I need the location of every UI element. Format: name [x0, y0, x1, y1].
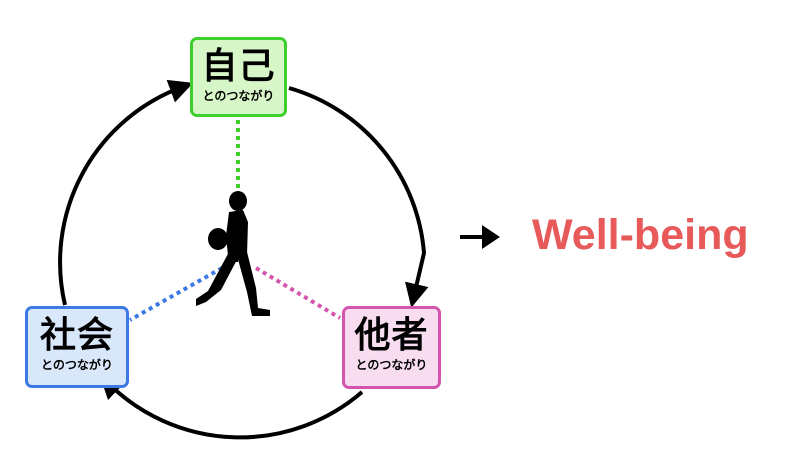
node-others-subtitle: とのつながり: [355, 358, 428, 372]
node-society-title: 社会: [39, 315, 114, 356]
node-society-connection: 社会 とのつながり: [25, 306, 129, 388]
dotted-line-to-society: [129, 266, 223, 322]
walking-person-silhouette-icon: [196, 191, 270, 316]
node-self-subtitle: とのつながり: [202, 89, 275, 103]
node-self-title: 自己: [201, 46, 276, 87]
wellbeing-label: Well-being: [532, 211, 749, 259]
dotted-line-to-others: [254, 266, 342, 320]
node-others-title: 他者: [354, 315, 429, 356]
cycle-arc-self-to-others: [288, 86, 429, 308]
cycle-arc-society-to-self: [58, 79, 194, 306]
node-society-subtitle: とのつながり: [41, 358, 113, 372]
node-others-connection: 他者 とのつながり: [342, 306, 441, 389]
result-arrow-icon: [482, 225, 500, 249]
cycle-arc-others-to-society: [99, 374, 364, 440]
node-self-connection: 自己 とのつながり: [190, 37, 287, 117]
